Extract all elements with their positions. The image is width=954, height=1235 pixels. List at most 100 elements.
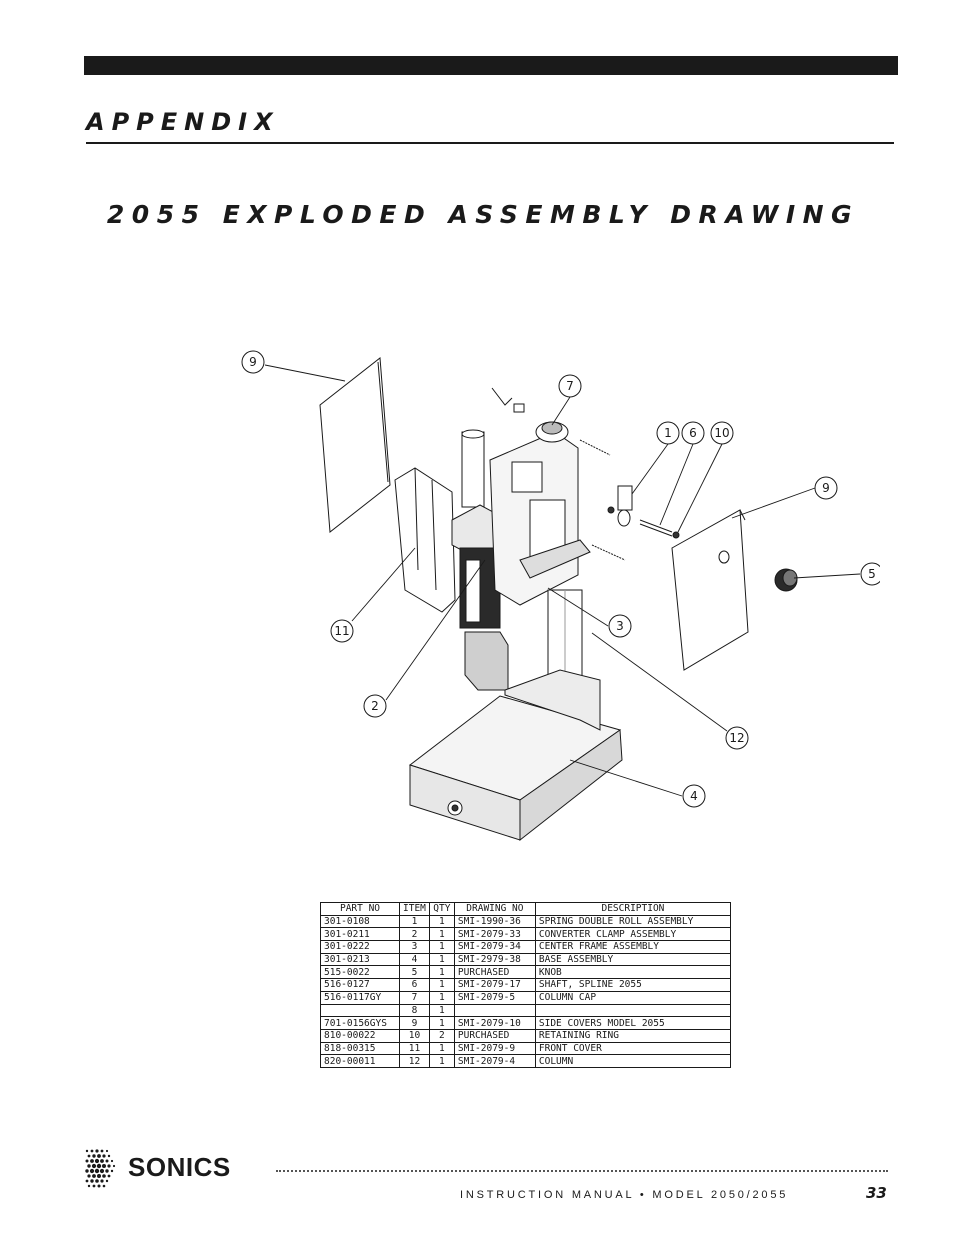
drawing-title: 2055 EXPLODED ASSEMBLY DRAWING xyxy=(106,200,860,229)
svg-text:2: 2 xyxy=(371,699,379,713)
left-side-cover xyxy=(319,357,391,533)
item: 9 xyxy=(399,1016,430,1030)
spring-bracket xyxy=(617,485,633,511)
qty: 1 xyxy=(428,914,455,929)
callout-7: 7 xyxy=(558,374,582,398)
right-side-cover xyxy=(671,509,749,671)
front-cover xyxy=(394,467,456,613)
drawing-no: SMI-2079-33 xyxy=(453,927,536,942)
item: 3 xyxy=(399,940,430,954)
base-side xyxy=(519,729,623,842)
description xyxy=(534,1003,732,1018)
description: FRONT COVER xyxy=(534,1041,732,1056)
title-rule xyxy=(86,142,894,144)
qty: 1 xyxy=(428,1041,455,1056)
item: 8 xyxy=(399,1003,430,1018)
drawing-no: SMI-1990-36 xyxy=(453,914,536,929)
item: 10 xyxy=(399,1028,430,1043)
callout-9-left: 9 xyxy=(241,350,265,374)
item: 4 xyxy=(399,952,430,967)
horn-block xyxy=(464,631,509,691)
part-no: 516-0127 xyxy=(320,978,400,992)
callout-5: 5 xyxy=(860,562,880,586)
description: COLUMN CAP xyxy=(534,990,732,1005)
callout-10: 10 xyxy=(710,421,734,445)
table-header-row: PART NO ITEM QTY DRAWING NO DESCRIPTION xyxy=(320,902,732,916)
callout-9-right: 9 xyxy=(814,476,838,500)
part-no: 810-00022 xyxy=(320,1028,400,1043)
callout-12: 12 xyxy=(725,726,749,750)
callout-1: 1 xyxy=(656,421,680,445)
footer-dotted-leader xyxy=(276,1170,888,1172)
drawing-no xyxy=(453,1003,536,1018)
item: 11 xyxy=(399,1041,430,1056)
description: BASE ASSEMBLY xyxy=(534,952,732,967)
part-no: 301-0222 xyxy=(320,940,400,954)
column-header-part-no: PART NO xyxy=(320,902,400,916)
footer-manual-text: INSTRUCTION MANUAL • MODEL 2050/2055 xyxy=(460,1189,789,1201)
parts-table: PART NO ITEM QTY DRAWING NO DESCRIPTION … xyxy=(320,902,732,1068)
svg-text:9: 9 xyxy=(822,481,830,495)
svg-text:12: 12 xyxy=(729,731,744,745)
callout-2: 2 xyxy=(363,694,387,718)
qty: 2 xyxy=(428,1028,455,1043)
svg-text:1: 1 xyxy=(664,426,672,440)
description: CENTER FRAME ASSEMBLY xyxy=(534,940,732,954)
drawing-no: SMI-2079-4 xyxy=(453,1054,536,1068)
drawing-no: SMI-2079-10 xyxy=(453,1016,536,1030)
qty: 1 xyxy=(428,1054,455,1068)
svg-text:5: 5 xyxy=(868,567,876,581)
svg-text:9: 9 xyxy=(249,355,257,369)
qty: 1 xyxy=(428,978,455,992)
drawing-no: SMI-2079-9 xyxy=(453,1041,536,1056)
part-no: 701-0156GYS xyxy=(320,1016,400,1030)
part-no: 301-0211 xyxy=(320,927,400,942)
drawing-no: PURCHASED xyxy=(453,1028,536,1043)
qty: 1 xyxy=(428,990,455,1005)
description: SPRING DOUBLE ROLL ASSEMBLY xyxy=(534,914,732,929)
item: 5 xyxy=(399,965,430,980)
part-no: 515-0022 xyxy=(320,965,400,980)
qty: 1 xyxy=(428,1003,455,1018)
svg-text:7: 7 xyxy=(566,379,574,393)
svg-text:3: 3 xyxy=(616,619,624,633)
part-no: 818-00315 xyxy=(320,1041,400,1056)
callouts: 9 7 1 6 10 9 5 3 11 2 12 4 xyxy=(241,350,880,808)
svg-text:6: 6 xyxy=(689,426,697,440)
item: 12 xyxy=(399,1054,430,1068)
converter-tube xyxy=(461,431,485,508)
qty: 1 xyxy=(428,965,455,980)
column-header-drawing-no: DRAWING NO xyxy=(453,902,536,916)
part-no: 301-0213 xyxy=(320,952,400,967)
item: 7 xyxy=(399,990,430,1005)
drawing-no: SMI-2079-34 xyxy=(453,940,536,954)
column-header-item: ITEM xyxy=(399,902,430,916)
callout-11: 11 xyxy=(330,619,354,643)
svg-text:10: 10 xyxy=(714,426,729,440)
description: SHAFT, SPLINE 2055 xyxy=(534,978,732,992)
exploded-assembly-drawing: 9 7 1 6 10 9 5 3 11 2 12 4 xyxy=(241,350,880,842)
callout-3: 3 xyxy=(608,614,632,638)
drawing-no: SMI-2079-5 xyxy=(453,990,536,1005)
sonics-logo-icon xyxy=(85,1149,116,1188)
column-header-qty: QTY xyxy=(428,902,455,916)
part-no xyxy=(320,1003,400,1018)
qty: 1 xyxy=(428,927,455,942)
part-no: 301-0108 xyxy=(320,914,400,929)
item: 2 xyxy=(399,927,430,942)
description: RETAINING RING xyxy=(534,1028,732,1043)
callout-4: 4 xyxy=(682,784,706,808)
page-number: 33 xyxy=(866,1184,887,1202)
column-header-description: DESCRIPTION xyxy=(534,902,732,916)
description: COLUMN xyxy=(534,1054,732,1068)
